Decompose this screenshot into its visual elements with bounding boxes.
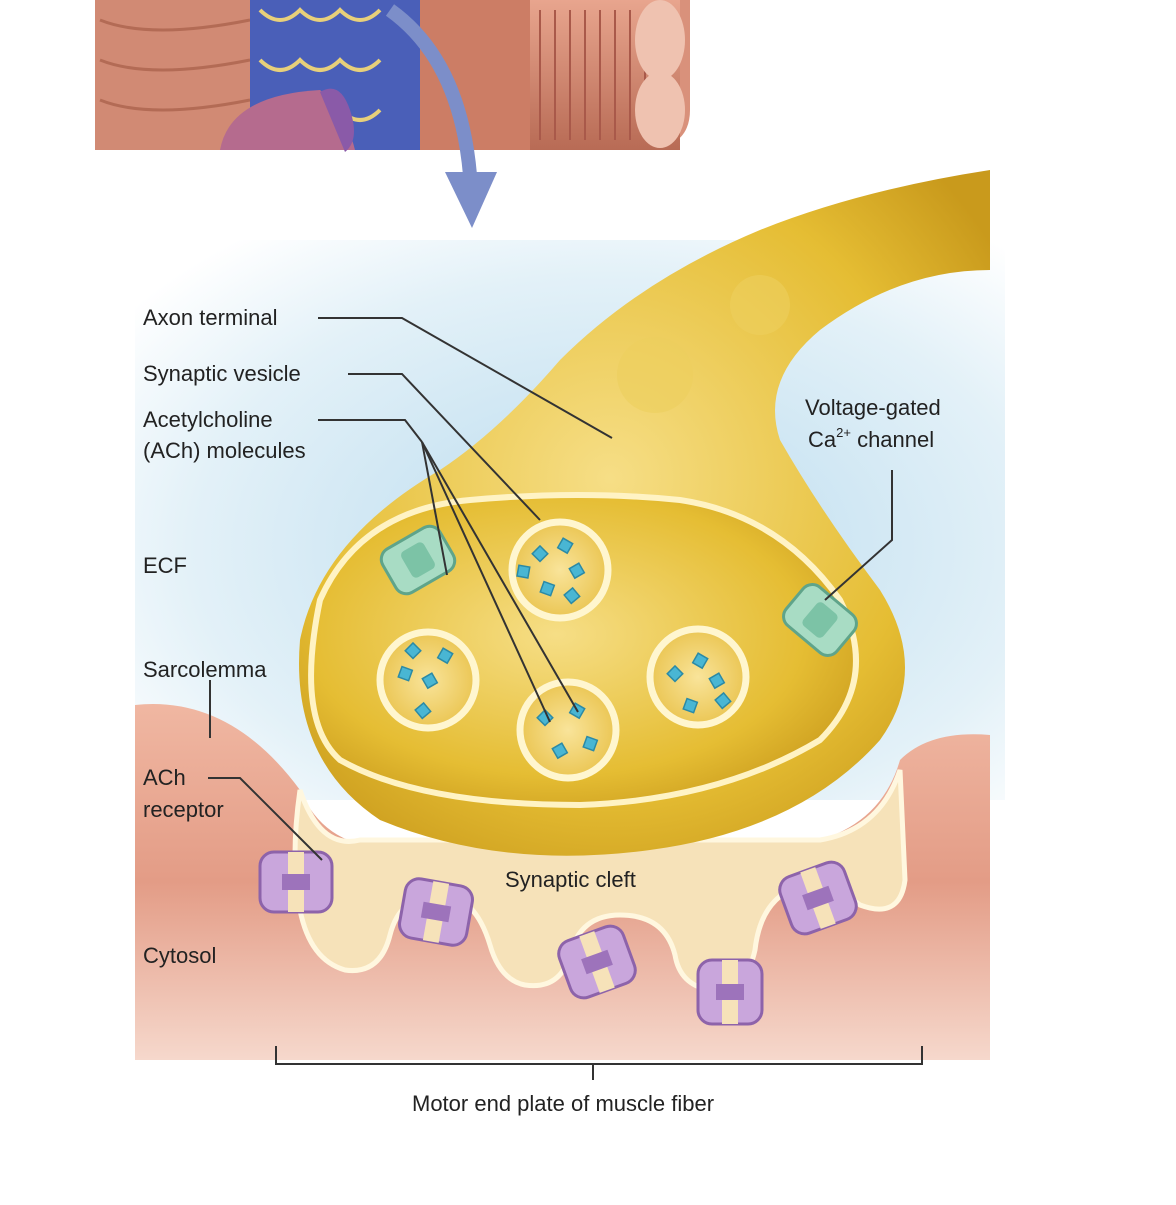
ca-channel-leader [824, 470, 893, 601]
muscle-fiber-bundle [95, 0, 690, 152]
ach-molecules-leader [318, 419, 423, 443]
label-synaptic-cleft: Synaptic cleft [505, 867, 636, 892]
label-ca: Ca [808, 427, 837, 452]
label-ca-superscript: 2+ [836, 424, 851, 440]
label-ach-receptor-line2: receptor [143, 797, 224, 822]
ach-molecules-leader-b [421, 441, 579, 713]
label-axon-terminal: Axon terminal [143, 305, 278, 330]
ach-receptor-leader [208, 777, 323, 861]
ach-receptor [258, 850, 334, 914]
label-ach-receptor-line1: ACh [143, 765, 186, 790]
label-synaptic-vesicle: Synaptic vesicle [143, 361, 301, 386]
label-voltage-gated-line2: Ca2+ channel [808, 426, 934, 454]
ach-receptor [696, 958, 764, 1026]
zoom-arrowhead [445, 172, 497, 228]
ach-receptors [258, 850, 858, 1026]
synaptic-vesicle-leader [348, 373, 541, 521]
synaptic-vesicle [516, 678, 620, 782]
synaptic-cleft [292, 769, 908, 993]
label-ach-molecules-line2: (ACh) molecules [143, 438, 306, 463]
synaptic-vesicle [508, 518, 612, 622]
ach-receptor [398, 877, 474, 947]
ach-receptor [778, 860, 858, 936]
label-channel: channel [850, 427, 935, 452]
label-cytosol: Cytosol [143, 943, 217, 968]
axon-terminal-leader [318, 317, 613, 439]
leader-lines [208, 317, 923, 1080]
label-ach-molecules-line1: Acetylcholine [143, 407, 273, 432]
ach-molecules [397, 537, 732, 760]
ach-receptor [557, 924, 637, 1000]
label-voltage-gated-line1: Voltage-gated [805, 395, 941, 420]
synaptic-vesicle [646, 625, 750, 729]
ca-channel-right [782, 583, 858, 657]
ca-channel-left [379, 524, 457, 596]
label-motor-end-plate: Motor end plate of muscle fiber [412, 1091, 715, 1116]
label-sarcolemma: Sarcolemma [143, 657, 267, 682]
motor-end-plate-bracket [275, 1046, 923, 1065]
ach-molecules-leader-a [421, 441, 551, 723]
zoom-arrow [385, 4, 477, 176]
ach-molecules-leader-c [421, 441, 448, 576]
label-ecf: ECF [143, 553, 187, 578]
